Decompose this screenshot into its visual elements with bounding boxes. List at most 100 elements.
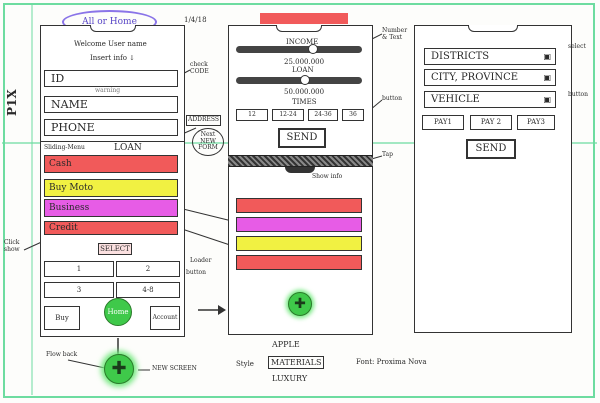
option-cash[interactable]: Cash bbox=[44, 155, 178, 173]
dropdown-icon: ▣ bbox=[543, 94, 551, 104]
screen-1-notch bbox=[90, 25, 136, 32]
show-info-bar[interactable] bbox=[228, 155, 373, 167]
grid-option-2[interactable]: 2 bbox=[116, 261, 180, 277]
loader-bar-2 bbox=[236, 217, 362, 232]
dropdown-icon: ▣ bbox=[543, 72, 551, 82]
times-label: TIMES bbox=[292, 98, 317, 106]
option-buy-moto[interactable]: Buy Moto bbox=[44, 179, 178, 197]
option-credit[interactable]: Credit bbox=[44, 221, 178, 235]
districts-select[interactable]: DISTRICTS ▣ bbox=[424, 48, 556, 65]
font-note: Font: Proxima Nova bbox=[356, 358, 427, 366]
warning-text: warning bbox=[95, 87, 121, 94]
style-word-materials: MATERIALS bbox=[268, 356, 325, 369]
style-label: Style bbox=[236, 360, 254, 368]
fab-button-2[interactable]: ✚ bbox=[288, 292, 312, 316]
districts-select-label: DISTRICTS bbox=[431, 50, 490, 62]
times-option-2-label: 12-24 bbox=[279, 110, 297, 118]
style-word-luxury: LUXURY bbox=[272, 374, 308, 383]
pay-button-1[interactable]: PAY1 bbox=[422, 115, 464, 130]
note-check-code: check CODE bbox=[190, 61, 209, 75]
welcome-text: Welcome User name bbox=[74, 40, 147, 48]
tab-buy[interactable]: Buy bbox=[44, 306, 80, 330]
tab-account[interactable]: Account bbox=[150, 306, 180, 330]
grid-option-1-label: 1 bbox=[76, 264, 82, 273]
fab-button-1[interactable]: ✚ bbox=[104, 354, 134, 384]
income-slider-handle[interactable] bbox=[308, 44, 318, 54]
select-button-label: SELECT bbox=[100, 244, 130, 253]
dropdown-icon: ▣ bbox=[543, 51, 551, 61]
loan-slider-handle[interactable] bbox=[300, 75, 310, 85]
grid-option-1[interactable]: 1 bbox=[44, 261, 114, 277]
side-label: P1X bbox=[5, 89, 19, 116]
id-field-label: ID bbox=[51, 72, 65, 85]
send-button-3[interactable]: SEND bbox=[466, 139, 516, 159]
note-button-s3: button bbox=[568, 91, 589, 98]
plus-icon: ✚ bbox=[111, 358, 127, 379]
loader-bar-4 bbox=[236, 255, 362, 270]
grid-option-4[interactable]: 4-8 bbox=[116, 282, 180, 298]
times-option-3-label: 24-36 bbox=[314, 110, 332, 118]
note-click-show: Click show bbox=[4, 239, 20, 253]
option-business[interactable]: Business bbox=[44, 199, 178, 217]
income-value: 25.000.000 bbox=[284, 58, 325, 66]
loan-section-title: LOAN bbox=[114, 143, 142, 153]
times-option-4[interactable]: 36 bbox=[342, 109, 364, 121]
tab-home[interactable]: Home bbox=[104, 298, 132, 326]
tab-buy-label: Buy bbox=[55, 313, 69, 322]
pay-button-2[interactable]: PAY 2 bbox=[470, 115, 512, 130]
note-button-s2: button bbox=[382, 95, 403, 102]
city-select[interactable]: CITY, PROVINCE ▣ bbox=[424, 69, 556, 86]
id-field[interactable]: ID bbox=[44, 70, 178, 87]
name-field[interactable]: NAME bbox=[44, 96, 178, 113]
option-cash-label: Cash bbox=[49, 159, 72, 169]
tab-account-label: Account bbox=[152, 313, 178, 321]
select-button[interactable]: SELECT bbox=[98, 243, 132, 255]
date-note: 1/4/18 bbox=[184, 16, 207, 24]
loader-bar-3 bbox=[236, 236, 362, 251]
send-button-3-label: SEND bbox=[475, 143, 507, 154]
phone-field[interactable]: PHONE bbox=[44, 119, 178, 136]
grid-option-2-label: 2 bbox=[145, 264, 151, 273]
note-select: select bbox=[568, 43, 586, 50]
income-slider[interactable] bbox=[236, 44, 362, 54]
note-tap: Tap bbox=[382, 151, 393, 158]
city-select-label: CITY, PROVINCE bbox=[431, 71, 519, 83]
section-divider bbox=[40, 141, 185, 142]
title-oval-text: All or Home bbox=[82, 17, 137, 27]
pay-button-3[interactable]: PAY3 bbox=[517, 115, 555, 130]
note-new-screen: NEW SCREEN bbox=[152, 365, 197, 372]
income-label: INCOME bbox=[286, 38, 319, 46]
name-field-label: NAME bbox=[51, 98, 88, 111]
option-credit-label: Credit bbox=[49, 223, 78, 233]
note-loader: Loader bbox=[190, 257, 212, 264]
note-number-text: Number & Text bbox=[382, 27, 408, 41]
pay-button-3-label: PAY3 bbox=[527, 118, 545, 126]
style-word-apple: APPLE bbox=[272, 340, 300, 349]
loan-value: 50.000.000 bbox=[284, 88, 325, 96]
times-option-2[interactable]: 12-24 bbox=[272, 109, 304, 121]
loader-bar-1 bbox=[236, 198, 362, 213]
times-option-1[interactable]: 12 bbox=[236, 109, 268, 121]
option-buy-moto-label: Buy Moto bbox=[49, 183, 94, 193]
vehicle-select[interactable]: VEHICLE ▣ bbox=[424, 91, 556, 108]
note-button-bottom: button bbox=[186, 269, 207, 276]
note-flow-back: Flow back bbox=[46, 351, 78, 358]
vehicle-select-label: VEHICLE bbox=[431, 93, 480, 105]
screen-3-notch bbox=[468, 25, 518, 32]
times-option-3[interactable]: 24-36 bbox=[308, 109, 338, 121]
screen-2-top-highlight bbox=[260, 13, 348, 24]
phone-field-label: PHONE bbox=[51, 121, 95, 134]
send-button-2-label: SEND bbox=[286, 132, 318, 143]
grid-option-3[interactable]: 3 bbox=[44, 282, 114, 298]
sliding-menu-text: Sliding-Menu bbox=[44, 144, 85, 151]
pay-button-1-label: PAY1 bbox=[434, 118, 452, 126]
note-address: ADDRESS bbox=[186, 115, 221, 126]
note-next-new-form: Next NEW FORM bbox=[192, 128, 224, 156]
send-button-2[interactable]: SEND bbox=[278, 128, 326, 148]
grid-option-4-label: 4-8 bbox=[142, 285, 154, 294]
insert-info-text: Insert info ↓ bbox=[90, 54, 136, 62]
times-option-4-label: 36 bbox=[349, 110, 357, 118]
tab-home-label: Home bbox=[107, 308, 129, 316]
loan-slider[interactable] bbox=[236, 75, 362, 85]
screen-2-notch bbox=[276, 25, 322, 32]
